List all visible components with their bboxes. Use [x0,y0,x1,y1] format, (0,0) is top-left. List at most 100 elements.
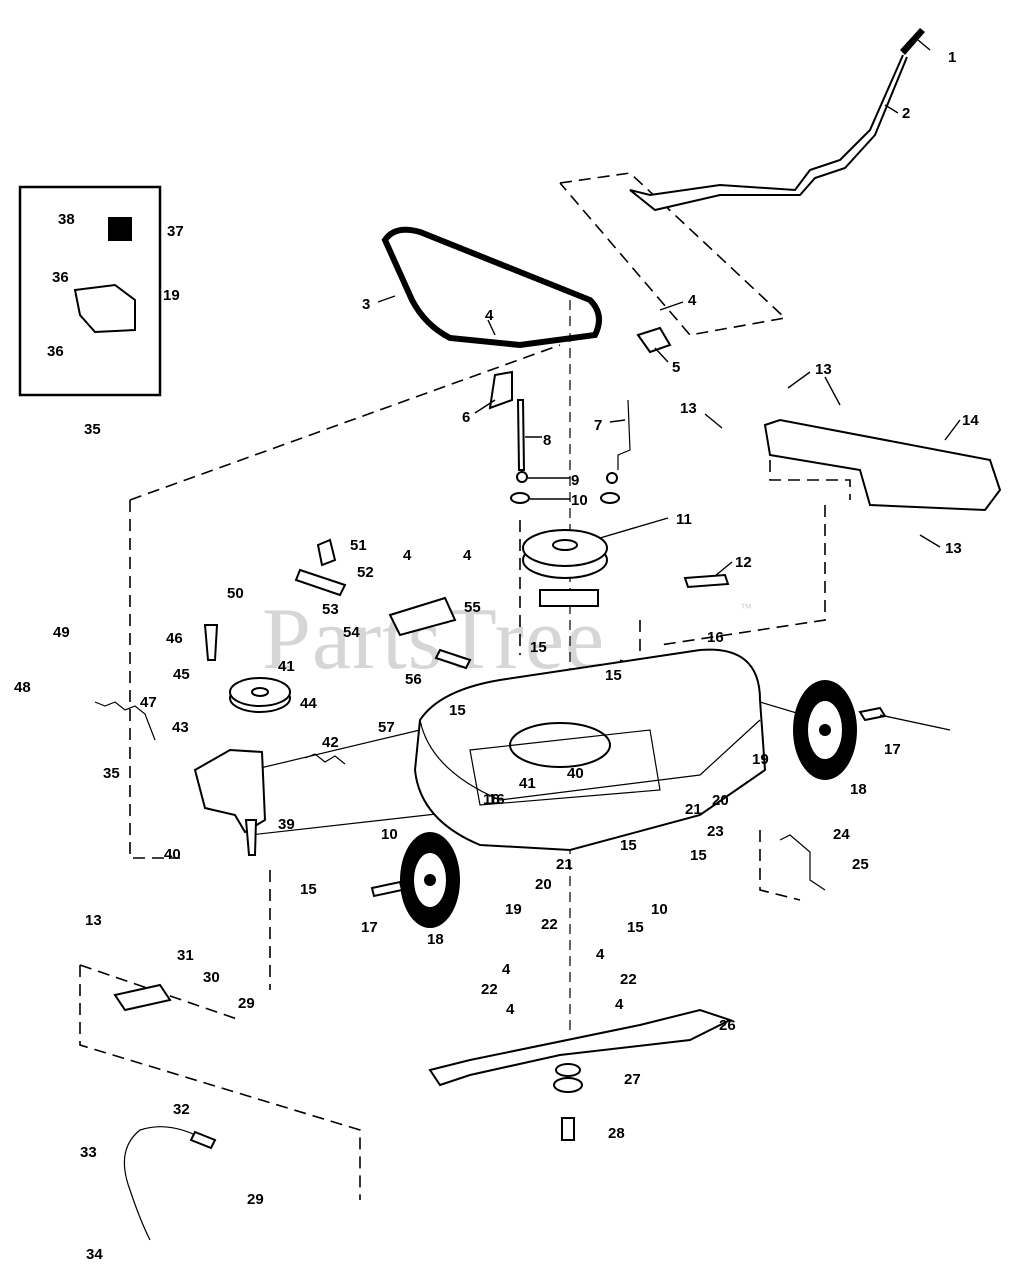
key-12 [683,573,730,589]
callout-c8: 8 [543,432,552,449]
leader-lines [377,39,961,731]
callout-c12: 12 [735,554,752,571]
callout-c16c: 16 [488,791,505,808]
callout-c13c: 13 [945,540,962,557]
blade-bolt [561,1117,575,1141]
lift-handle [629,28,925,212]
callout-c15g: 15 [627,919,644,936]
callout-c7: 7 [594,417,603,434]
callout-c28: 28 [608,1125,625,1142]
callout-c34: 34 [86,1246,103,1263]
callout-c19a: 19 [163,287,180,304]
callout-c21b: 21 [556,856,573,873]
callout-c19b: 19 [752,751,769,768]
callout-c48: 48 [14,679,31,696]
wheel-left [400,832,460,928]
callout-c23: 23 [707,823,724,840]
callout-c13a: 13 [815,361,832,378]
cable-33 [123,1126,206,1241]
callout-c54: 54 [343,624,360,641]
callout-c4h: 4 [506,1001,515,1018]
callout-c39: 39 [278,816,295,833]
callout-c20b: 20 [535,876,552,893]
callout-c14: 14 [962,412,979,429]
callout-c22b: 22 [620,971,637,988]
callout-c31: 31 [177,947,194,964]
callout-c47: 47 [140,694,157,711]
mower-blade [428,1008,733,1087]
callout-c5: 5 [672,359,681,376]
callout-c20a: 20 [712,792,729,809]
callout-c53: 53 [322,601,339,618]
callout-c52: 52 [357,564,374,581]
callout-c40a: 40 [164,846,181,863]
callout-c44: 44 [300,695,317,712]
rod-8 [516,399,526,471]
inset-nut [108,217,132,241]
callout-c41a: 41 [278,658,295,675]
bolt-39 [244,819,258,856]
rod-7 [617,399,631,470]
callout-c30: 30 [203,969,220,986]
callout-c4f: 4 [502,961,511,978]
callout-c27: 27 [624,1071,641,1088]
discharge-chute [763,418,1002,512]
axle-bolt-17-right [858,706,887,722]
callout-c38: 38 [58,211,75,228]
callout-c57: 57 [378,719,395,736]
callout-c42: 42 [322,734,339,751]
callout-c4a: 4 [485,307,494,324]
callout-c25: 25 [852,856,869,873]
pivot-shaft-52 [294,568,347,597]
plate-55 [388,596,457,637]
mower-deck [413,648,767,852]
callout-c35a: 35 [84,421,101,438]
bracket-31 [113,983,172,1012]
callout-c15a: 15 [530,639,547,656]
electric-clutch [522,529,608,607]
callout-c16a: 16 [707,629,724,646]
callout-c15e: 15 [690,847,707,864]
idler-pulley [229,677,291,713]
callout-c40b: 40 [567,765,584,782]
callout-c6: 6 [462,409,471,426]
callout-c37: 37 [167,223,184,240]
callout-c55: 55 [464,599,481,616]
callout-c13d: 13 [85,912,102,929]
arm-51 [316,538,337,567]
callout-c17b: 17 [361,919,378,936]
callout-c9: 9 [571,472,580,489]
bracket-24 [779,834,826,891]
blade-washers [553,1063,583,1093]
callout-c45: 45 [173,666,190,683]
callout-c15f: 15 [300,881,317,898]
callout-c13b: 13 [680,400,697,417]
callout-c41b: 41 [519,775,536,792]
callout-c4e: 4 [596,946,605,963]
tension-spring [94,701,156,741]
callout-c10c: 10 [651,901,668,918]
callout-c43: 43 [172,719,189,736]
wheel-right [793,680,857,780]
callout-c51: 51 [350,537,367,554]
spring-42 [304,753,346,765]
callout-c1: 1 [948,49,957,66]
axle-bolt-17-left [370,880,404,898]
callout-c15b: 15 [605,667,622,684]
callout-c3: 3 [362,296,371,313]
callout-c4c: 4 [403,547,412,564]
callout-c29b: 29 [247,1191,264,1208]
callout-c15c: 15 [449,702,466,719]
callout-c18a: 18 [850,781,867,798]
nut-washer-set [510,471,620,504]
cable-end-32 [189,1130,217,1150]
callout-c10a: 10 [571,492,588,509]
callout-c36b: 36 [47,343,64,360]
callout-c49: 49 [53,624,70,641]
callout-c32: 32 [173,1101,190,1118]
callout-c29a: 29 [238,995,255,1012]
callout-c4d: 4 [463,547,472,564]
callout-c19c: 19 [505,901,522,918]
